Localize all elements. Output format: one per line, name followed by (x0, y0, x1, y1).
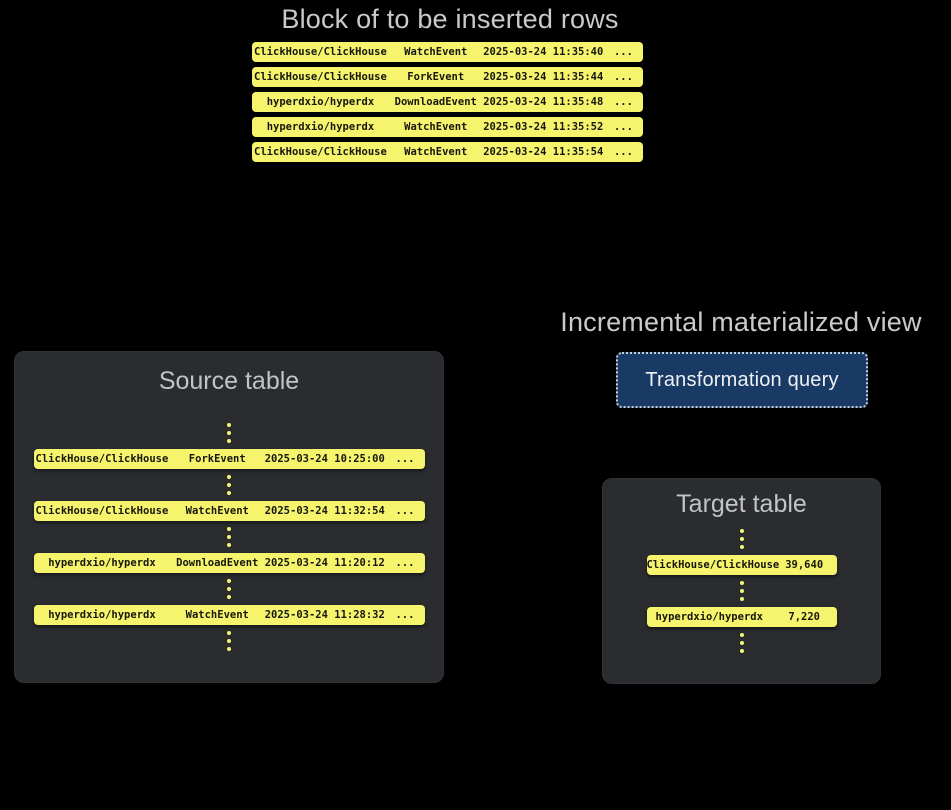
timestamp-cell: 2025-03-24 11:20:12 (264, 557, 385, 569)
vertical-ellipsis-dots (227, 631, 231, 651)
repo-cell: ClickHouse/ClickHouse (35, 453, 169, 465)
repo-cell: ClickHouse/ClickHouse (254, 146, 387, 158)
timestamp-cell: 2025-03-24 11:35:40 (483, 46, 604, 58)
ellipsis-cell: ... (395, 505, 415, 517)
repo-cell: ClickHouse/ClickHouse (35, 505, 169, 517)
source-row: ClickHouse/ClickHouse WatchEvent 2025-03… (33, 501, 425, 521)
count-cell: 39,640 (785, 559, 824, 571)
vertical-ellipsis-dots (739, 633, 744, 653)
ellipsis-cell: ... (613, 121, 633, 133)
event-cell: WatchEvent (185, 609, 249, 621)
event-cell: WatchEvent (404, 121, 468, 133)
timestamp-cell: 2025-03-24 11:32:54 (264, 505, 385, 517)
target-table-title: Target table (676, 490, 807, 518)
repo-cell: hyperdxio/hyperdx (48, 557, 156, 569)
source-row: ClickHouse/ClickHouse ForkEvent 2025-03-… (33, 449, 425, 469)
source-row: hyperdxio/hyperdx WatchEvent 2025-03-24 … (33, 605, 425, 625)
target-table-rows: ClickHouse/ClickHouse 39,640 hyperdxio/h… (603, 529, 880, 653)
ellipsis-cell: ... (395, 557, 415, 569)
target-row: hyperdxio/hyperdx 7,220 (646, 607, 837, 627)
repo-cell: ClickHouse/ClickHouse (254, 46, 387, 58)
insert-row: hyperdxio/hyperdx DownloadEvent 2025-03-… (252, 92, 643, 112)
event-cell: DownloadEvent (394, 96, 477, 108)
repo-cell: ClickHouse/ClickHouse (254, 71, 387, 83)
materialized-view-title: Incremental materialized view (560, 307, 922, 337)
insert-row: ClickHouse/ClickHouse ForkEvent 2025-03-… (252, 67, 643, 87)
timestamp-cell: 2025-03-24 11:35:52 (483, 121, 604, 133)
vertical-ellipsis-dots (739, 581, 744, 601)
ellipsis-cell: ... (613, 71, 633, 83)
event-cell: ForkEvent (188, 453, 246, 465)
insert-row: ClickHouse/ClickHouse WatchEvent 2025-03… (252, 42, 643, 62)
vertical-ellipsis-dots (227, 527, 231, 547)
vertical-ellipsis-dots (227, 579, 231, 599)
insert-row: hyperdxio/hyperdx WatchEvent 2025-03-24 … (252, 117, 643, 137)
repo-cell: hyperdxio/hyperdx (655, 611, 763, 623)
repo-cell: hyperdxio/hyperdx (266, 121, 375, 133)
ellipsis-cell: ... (613, 96, 633, 108)
ellipsis-cell: ... (613, 46, 633, 58)
vertical-ellipsis-dots (227, 475, 231, 495)
ellipsis-cell: ... (613, 146, 633, 158)
vertical-ellipsis-dots (739, 529, 744, 549)
transformation-query-node: Transformation query (616, 352, 868, 408)
repo-cell: hyperdxio/hyperdx (266, 96, 375, 108)
timestamp-cell: 2025-03-24 11:35:54 (483, 146, 604, 158)
count-cell: 7,220 (788, 611, 820, 623)
insert-block-rows: ClickHouse/ClickHouse WatchEvent 2025-03… (252, 42, 643, 162)
event-cell: DownloadEvent (176, 557, 259, 569)
timestamp-cell: 2025-03-24 11:28:32 (264, 609, 385, 621)
source-table-rows: ClickHouse/ClickHouse ForkEvent 2025-03-… (15, 423, 443, 651)
timestamp-cell: 2025-03-24 10:25:00 (264, 453, 385, 465)
vertical-ellipsis-dots (227, 423, 231, 443)
event-cell: WatchEvent (404, 46, 468, 58)
target-table-panel: Target table ClickHouse/ClickHouse 39,64… (602, 478, 881, 684)
repo-cell: ClickHouse/ClickHouse (646, 559, 780, 571)
target-row: ClickHouse/ClickHouse 39,640 (646, 555, 837, 575)
event-cell: WatchEvent (404, 146, 468, 158)
repo-cell: hyperdxio/hyperdx (48, 609, 156, 621)
ellipsis-cell: ... (395, 609, 415, 621)
source-table-panel: Source table ClickHouse/ClickHouse ForkE… (14, 351, 444, 683)
timestamp-cell: 2025-03-24 11:35:44 (483, 71, 604, 83)
source-table-title: Source table (158, 367, 300, 395)
insert-row: ClickHouse/ClickHouse WatchEvent 2025-03… (252, 142, 643, 162)
event-cell: ForkEvent (407, 71, 465, 83)
ellipsis-cell: ... (395, 453, 415, 465)
source-row: hyperdxio/hyperdx DownloadEvent 2025-03-… (33, 553, 425, 573)
event-cell: WatchEvent (185, 505, 249, 517)
timestamp-cell: 2025-03-24 11:35:48 (483, 96, 604, 108)
insert-block-title: Block of to be inserted rows (281, 4, 619, 34)
